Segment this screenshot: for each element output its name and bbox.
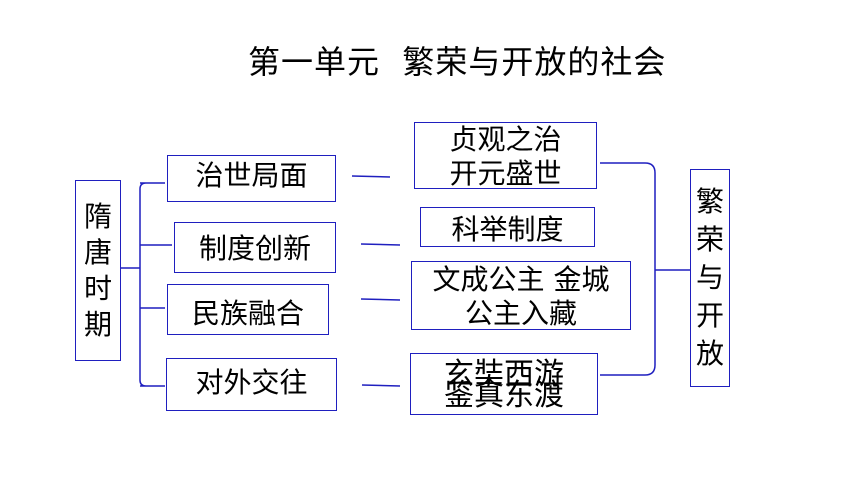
far-right-char: 开 bbox=[695, 299, 724, 332]
right-label: 科举制度 bbox=[451, 213, 564, 246]
left-char: 时 bbox=[83, 271, 112, 305]
left-char: 隋 bbox=[83, 199, 112, 233]
far-right-char: 荣 bbox=[695, 223, 724, 256]
left-char: 唐 bbox=[83, 235, 112, 269]
connector-duiwai bbox=[361, 384, 401, 387]
left-char: 期 bbox=[83, 307, 112, 341]
middle-box-zhidu: 制度创新 bbox=[174, 222, 336, 273]
middle-label: 治世局面 bbox=[195, 158, 308, 192]
connector-minzu bbox=[360, 298, 401, 301]
right-line-xuanzang: 玄奘西游 bbox=[444, 357, 564, 392]
middle-box-duiwai: 对外交往 bbox=[166, 358, 337, 411]
middle-box-minzu: 民族融合 bbox=[167, 284, 329, 335]
middle-box-zhishi: 治世局面 bbox=[167, 155, 336, 202]
middle-label: 对外交往 bbox=[195, 365, 308, 399]
right-label: 贞观之治 开元盛世 bbox=[449, 122, 562, 190]
bracket-left bbox=[120, 182, 172, 387]
page-title: 第一单元 繁荣与开放的社会 bbox=[248, 43, 667, 81]
bracket-right bbox=[600, 162, 690, 376]
right-box-wencheng: 文成公主 金城 公主入藏 bbox=[411, 261, 631, 330]
far-right-char: 与 bbox=[695, 261, 724, 294]
far-right-char: 繁 bbox=[695, 185, 724, 218]
left-box-sui-tang: 隋 唐 时 期 bbox=[75, 180, 121, 361]
middle-label: 民族融合 bbox=[191, 296, 304, 330]
connector-zhidu bbox=[360, 243, 401, 246]
connector-zhishi bbox=[351, 175, 391, 178]
far-right-char: 放 bbox=[695, 337, 724, 370]
right-box-keju: 科举制度 bbox=[420, 207, 595, 247]
right-label: 文成公主 金城 公主入藏 bbox=[432, 262, 610, 330]
right-line-jianzhen: 鉴真东渡 bbox=[444, 378, 564, 413]
right-box-zhenguan: 贞观之治 开元盛世 bbox=[414, 122, 597, 190]
right-box-xuanzang: 玄奘西游 鉴真东渡 bbox=[410, 353, 598, 415]
far-right-box-fanrong: 繁 荣 与 开 放 bbox=[690, 169, 730, 387]
middle-label: 制度创新 bbox=[198, 231, 311, 265]
